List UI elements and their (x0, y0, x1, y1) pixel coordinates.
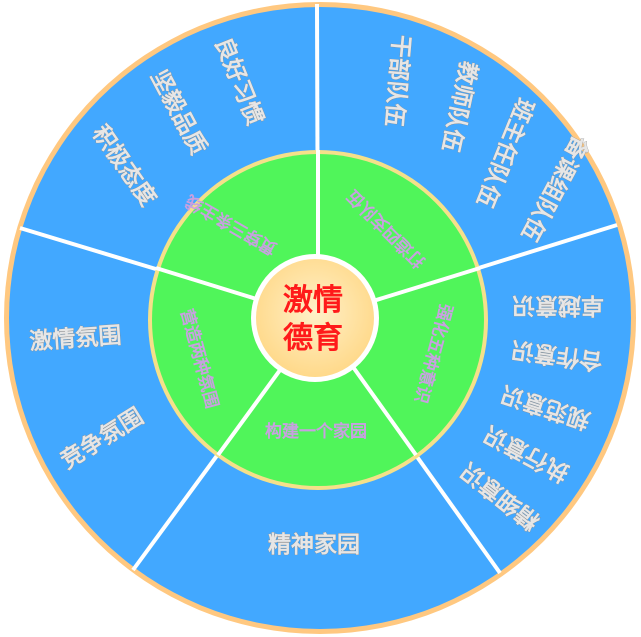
center-circle (256, 259, 374, 377)
center-title-line2: 德育 (283, 321, 343, 356)
outer-label-excellence-awareness: 卓越意识 (512, 292, 604, 319)
outer-label-spiritual-home: 精神家园 (268, 531, 360, 558)
center-title-line1: 激情 (283, 283, 343, 318)
outer-label-passion-atmosphere: 激情氛围 (29, 322, 123, 355)
inner-label-one-home: 构建一个家园 (265, 421, 367, 442)
